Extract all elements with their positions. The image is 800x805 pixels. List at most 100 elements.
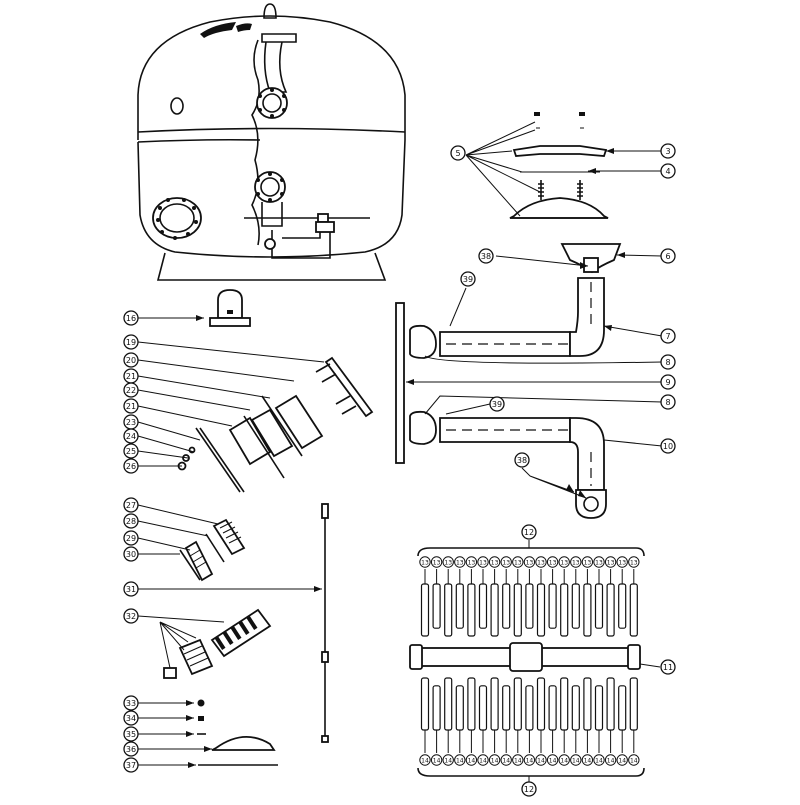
lateral-label: 13 xyxy=(456,559,464,566)
callout-c38b: 38 xyxy=(514,452,530,468)
small-cover-dome xyxy=(211,736,276,751)
callout-text: 8 xyxy=(665,358,670,367)
tank-logo-mark-2 xyxy=(236,23,252,32)
callout-text: 23 xyxy=(126,418,136,427)
callout-c12bot: 12 xyxy=(521,781,537,797)
lateral-tube: 13 xyxy=(616,556,628,629)
callout-c8b: 8 xyxy=(660,394,676,410)
lateral-label: 13 xyxy=(595,559,603,566)
lid-cover xyxy=(509,197,609,219)
lateral-label: 13 xyxy=(502,559,510,566)
lateral-label: 13 xyxy=(468,559,476,566)
upper-nozzle-flange xyxy=(256,87,288,119)
lateral-tube: 14 xyxy=(593,685,605,766)
lateral-label: 13 xyxy=(479,559,487,566)
upper-elbow xyxy=(569,277,605,357)
lateral-tube: 13 xyxy=(430,556,443,629)
inner-flange-back xyxy=(250,408,294,458)
lateral-label: 13 xyxy=(560,559,568,566)
lateral-label: 13 xyxy=(537,559,545,566)
callout-c25: 25 xyxy=(123,443,139,459)
lateral-label: 13 xyxy=(491,559,499,566)
callout-c35: 35 xyxy=(123,726,139,742)
callout-c39a: 39 xyxy=(460,271,476,287)
support-clip-base xyxy=(209,317,251,327)
callout-text: 16 xyxy=(126,314,136,323)
rod-top-fitting xyxy=(321,503,329,519)
lateral-tube: 13 xyxy=(500,556,512,629)
lateral-tube: 13 xyxy=(546,556,559,629)
lateral-label: 14 xyxy=(491,757,499,764)
lateral-label: 14 xyxy=(549,757,557,764)
strainer-element xyxy=(163,608,272,679)
sight-glass-frame xyxy=(184,540,214,582)
callout-text: 29 xyxy=(126,534,136,543)
callout-text: 38 xyxy=(517,456,527,465)
callout-c10: 10 xyxy=(660,438,676,454)
callout-text: 12 xyxy=(524,785,534,794)
nozzle-parts xyxy=(177,289,374,493)
callout-c34: 34 xyxy=(123,710,139,726)
lateral-tube: 13 xyxy=(570,556,582,629)
drain-valve xyxy=(264,238,276,250)
lateral-label: 13 xyxy=(433,559,441,566)
callout-c37: 37 xyxy=(123,757,139,773)
lateral-tube: 14 xyxy=(628,677,640,766)
lateral-tube: 14 xyxy=(523,685,536,766)
lateral-label: 14 xyxy=(526,757,534,764)
callout-c39b: 39 xyxy=(489,396,505,412)
arrowheads xyxy=(186,148,625,768)
lateral-tube: 13 xyxy=(512,556,524,637)
lateral-label: 13 xyxy=(584,559,592,566)
lateral-label: 14 xyxy=(584,757,592,764)
lateral-tube: 13 xyxy=(419,556,431,637)
sight-glass-gasket xyxy=(205,533,225,563)
flange-gasket-a xyxy=(261,395,303,457)
callout-text: 26 xyxy=(126,462,136,471)
lateral-tube: 14 xyxy=(570,685,582,766)
callout-c3: 3 xyxy=(660,143,676,159)
lateral-top-brace xyxy=(417,547,645,557)
callout-text: 3 xyxy=(665,147,670,156)
tank-band-bottom xyxy=(137,138,261,143)
lateral-label: 14 xyxy=(537,757,545,764)
nozzle-mounting-plate xyxy=(395,302,405,464)
lateral-label: 13 xyxy=(618,559,626,566)
lateral-tube: 14 xyxy=(442,677,454,766)
lateral-label: 14 xyxy=(468,757,476,764)
lateral-label: 14 xyxy=(456,757,464,764)
lateral-tube: 13 xyxy=(488,556,501,637)
lateral-tube: 14 xyxy=(430,685,443,766)
lateral-tube: 14 xyxy=(454,685,466,766)
callout-c22: 22 xyxy=(123,382,139,398)
callout-text: 27 xyxy=(126,501,136,510)
lower-collector-riser xyxy=(261,202,283,227)
hub-pipe-end-left xyxy=(409,644,423,670)
lateral-label: 13 xyxy=(607,559,615,566)
callout-c28: 28 xyxy=(123,513,139,529)
rod-mid-fitting xyxy=(321,651,329,663)
callout-c8a: 8 xyxy=(660,354,676,370)
callout-text: 19 xyxy=(126,338,136,347)
flange-gasket-c xyxy=(195,427,241,493)
sight-glass-seal xyxy=(179,549,201,581)
callout-text: 31 xyxy=(126,585,136,594)
callout-c6: 6 xyxy=(660,248,676,264)
lower-collector-hub xyxy=(317,213,329,223)
lateral-label: 14 xyxy=(618,757,626,764)
lateral-label: 14 xyxy=(433,757,441,764)
callout-text: 21 xyxy=(126,372,136,381)
callout-text: 5 xyxy=(455,149,460,158)
hub-center xyxy=(509,642,543,672)
lateral-label: 13 xyxy=(630,559,638,566)
callout-c7: 7 xyxy=(660,328,676,344)
flange-bolts xyxy=(315,363,357,415)
callout-text: 8 xyxy=(665,398,670,407)
lateral-label: 14 xyxy=(479,757,487,764)
tank-logo-mark xyxy=(200,22,236,38)
callout-text: 25 xyxy=(126,447,136,456)
lateral-label: 14 xyxy=(560,757,568,764)
